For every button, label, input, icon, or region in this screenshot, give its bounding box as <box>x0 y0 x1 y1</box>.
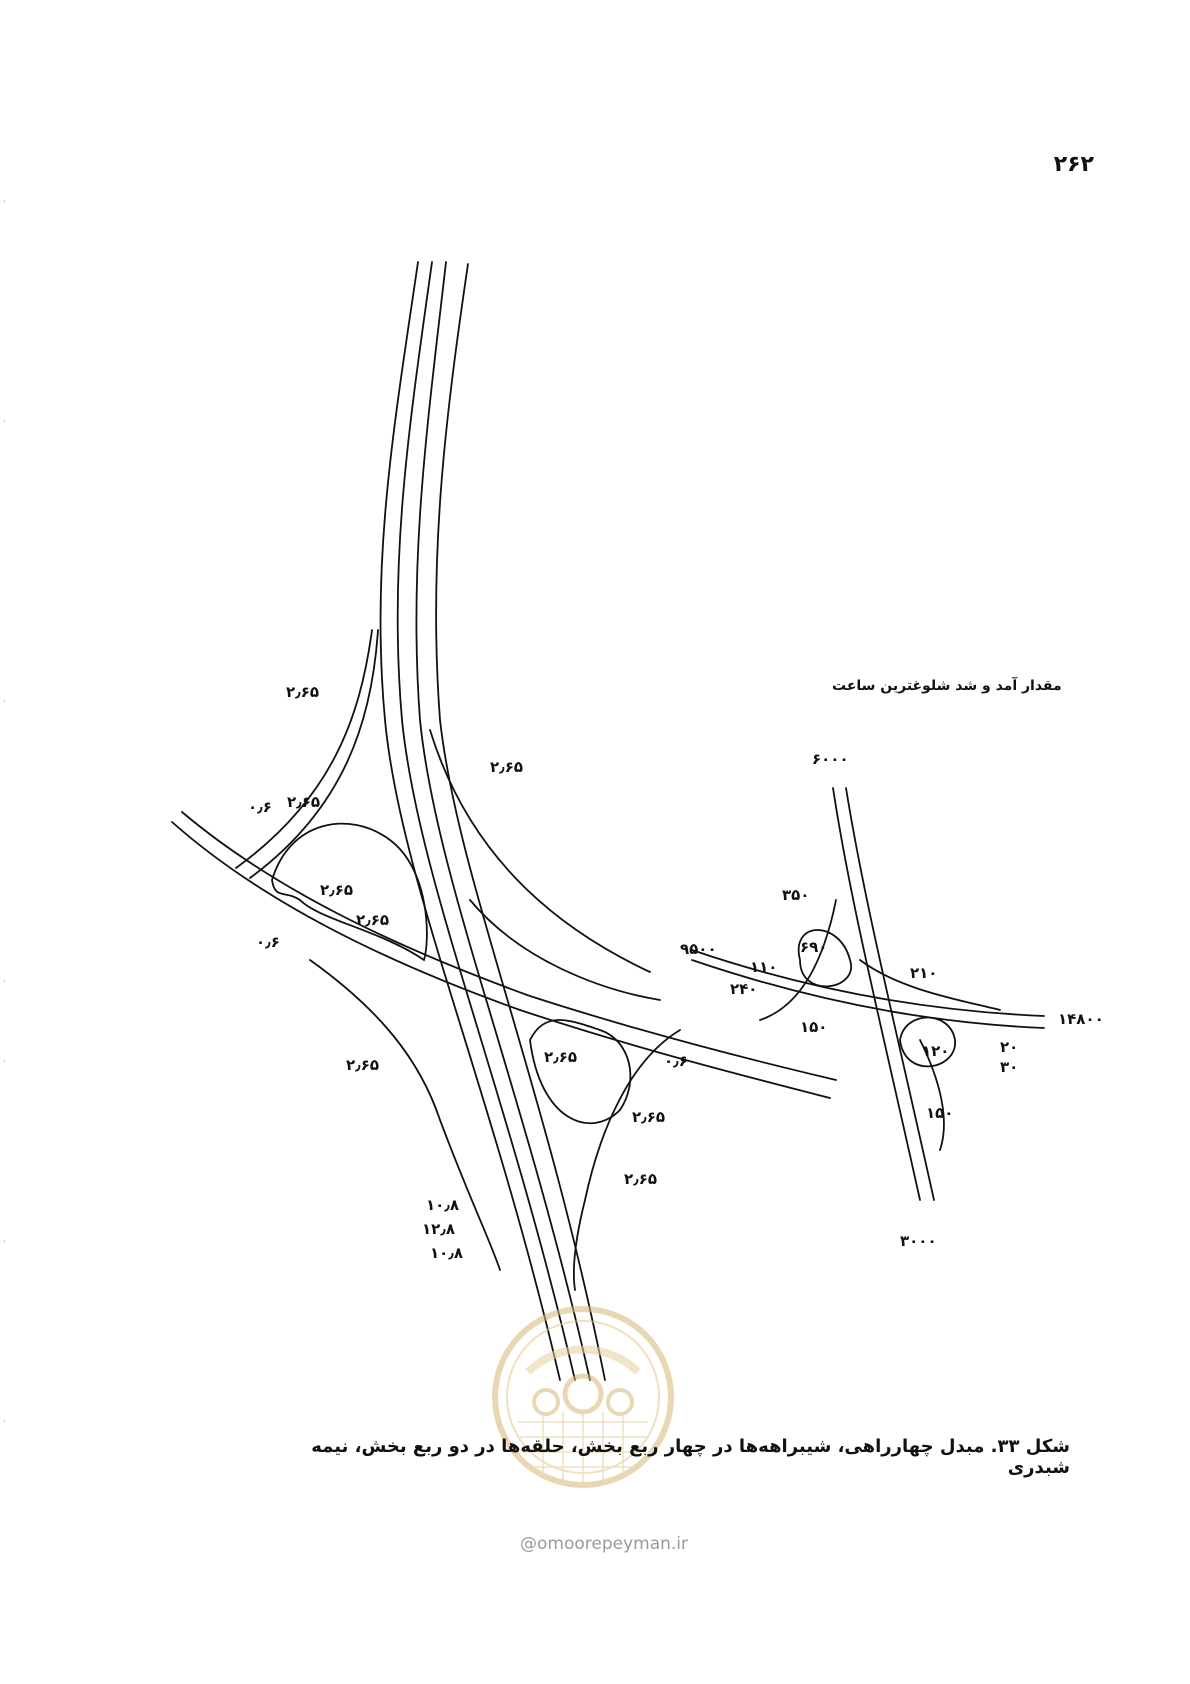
watermark-website: @omoorepeyman.ir <box>520 1534 689 1554</box>
traffic-label: ۳۵۰ <box>782 886 810 904</box>
small-highway-line <box>845 787 935 1201</box>
flow-label: ۲٫۶۵ <box>287 793 321 811</box>
ramp-line <box>573 1029 681 1291</box>
highway-line <box>379 261 561 1381</box>
traffic-label: ۱۴۸۰۰ <box>1058 1010 1104 1028</box>
flow-label: ۱۰٫۸ <box>426 1196 460 1214</box>
flow-label: ۰٫۶ <box>248 798 272 816</box>
traffic-label: ۱۵۰ <box>800 1018 828 1036</box>
page-number: ۲۶۲ <box>1053 152 1094 177</box>
traffic-label: ۹۵۰۰ <box>680 940 717 958</box>
small-highway-line <box>832 787 921 1201</box>
traffic-label: ۳۰۰۰ <box>900 1232 937 1250</box>
traffic-label: ۱۱۰ <box>750 958 778 976</box>
ramp-line <box>309 959 501 1271</box>
ramp-line <box>235 629 373 869</box>
highway-line <box>415 261 591 1381</box>
loop-line <box>271 822 428 962</box>
highway-line <box>435 263 606 1381</box>
flow-label: ۲٫۶۵ <box>320 881 354 899</box>
traffic-label: ۶۰۰۰ <box>812 750 849 768</box>
flow-label: ۰٫۶ <box>664 1052 688 1070</box>
flow-label: ۲٫۶۵ <box>490 758 524 776</box>
flow-label: ۲٫۶۵ <box>544 1048 578 1066</box>
small-ramp-line <box>919 1039 945 1151</box>
flow-label: ۲٫۶۵ <box>632 1108 666 1126</box>
ramp-line <box>249 629 379 879</box>
traffic-label: ۳۰ <box>1000 1058 1019 1076</box>
flow-label: ۲٫۶۵ <box>286 683 320 701</box>
figure-caption: شکل ۳۳. مبدل چهارراهی، شیبراهه‌ها در چها… <box>311 1436 1070 1478</box>
traffic-label: ۱۲۰ <box>922 1042 950 1060</box>
watermark-seal-icon <box>492 1306 674 1488</box>
flow-label: ۱۲٫۸ <box>422 1220 456 1238</box>
ramp-line <box>429 729 651 973</box>
small-loop-line <box>899 1016 956 1068</box>
traffic-label: ۲۱۰ <box>910 964 938 982</box>
ramp-line <box>469 899 661 1001</box>
flow-label: ۲٫۶۵ <box>356 911 390 929</box>
legend-title: مقدار آمد و شد شلوغترین ساعت <box>832 678 1062 694</box>
small-crossroad-line <box>691 949 1045 1017</box>
flow-label: ۱۰٫۸ <box>430 1244 464 1262</box>
small-crossroad-line <box>691 959 1045 1029</box>
flow-label: ۲٫۶۵ <box>624 1170 658 1188</box>
crossroad-line <box>181 811 837 1081</box>
crossroad-line <box>171 821 831 1099</box>
highway-line <box>396 261 576 1381</box>
flow-label: ۲٫۶۵ <box>346 1056 380 1074</box>
small-ramp-line <box>759 899 837 1021</box>
traffic-label: ۲۴۰ <box>730 980 758 998</box>
traffic-label: ۱۵۰ <box>926 1104 954 1122</box>
flow-label: ۰٫۶ <box>256 933 280 951</box>
small-loop-line <box>797 929 853 988</box>
small-ramp-line <box>859 959 1001 1011</box>
traffic-label: ۶۹۰ <box>800 938 828 956</box>
traffic-label: ۲۰ <box>1000 1038 1019 1056</box>
scan-margin-marks <box>4 200 5 1422</box>
